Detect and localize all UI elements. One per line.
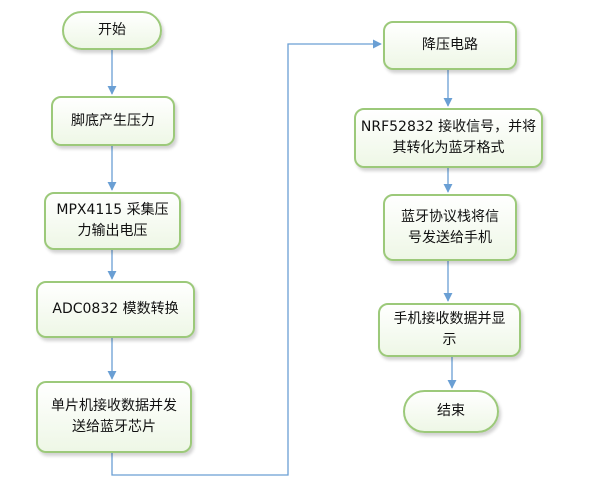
arrow-mcu-to-stepdown — [111, 39, 382, 476]
node-mpx4115: MPX4115 采集压 力输出电压 — [44, 192, 181, 250]
node-nrf52832-label: NRF52832 接收信号，并将 其转化为蓝牙格式 — [360, 119, 537, 156]
node-end-label: 结束 — [437, 403, 465, 419]
node-start: 开始 — [62, 11, 162, 50]
node-adc0832-label: ADC0832 模数转换 — [52, 301, 179, 317]
node-bt-protocol-label: 蓝牙协议栈将信 号发送给手机 — [401, 208, 499, 246]
node-mcu: 单片机接收数据并发 送给蓝牙芯片 — [36, 381, 192, 453]
node-phone-display: 手机接收数据并显 示 — [378, 303, 521, 357]
node-start-label: 开始 — [98, 22, 126, 38]
node-foot-pressure: 脚底产生压力 — [51, 96, 175, 146]
node-phone-display-label: 手机接收数据并显 示 — [393, 311, 506, 348]
node-adc0832: ADC0832 模数转换 — [36, 281, 195, 338]
node-step-down: 降压电路 — [383, 21, 517, 70]
node-foot-pressure-label: 脚底产生压力 — [71, 112, 155, 129]
node-step-down-label: 降压电路 — [422, 37, 478, 53]
node-mpx4115-label: MPX4115 采集压 力输出电压 — [56, 202, 169, 239]
node-nrf52832: NRF52832 接收信号，并将 其转化为蓝牙格式 — [354, 108, 543, 168]
node-end: 结束 — [403, 390, 499, 433]
node-mcu-label: 单片机接收数据并发 送给蓝牙芯片 — [51, 398, 177, 435]
node-bt-protocol: 蓝牙协议栈将信 号发送给手机 — [383, 194, 517, 261]
